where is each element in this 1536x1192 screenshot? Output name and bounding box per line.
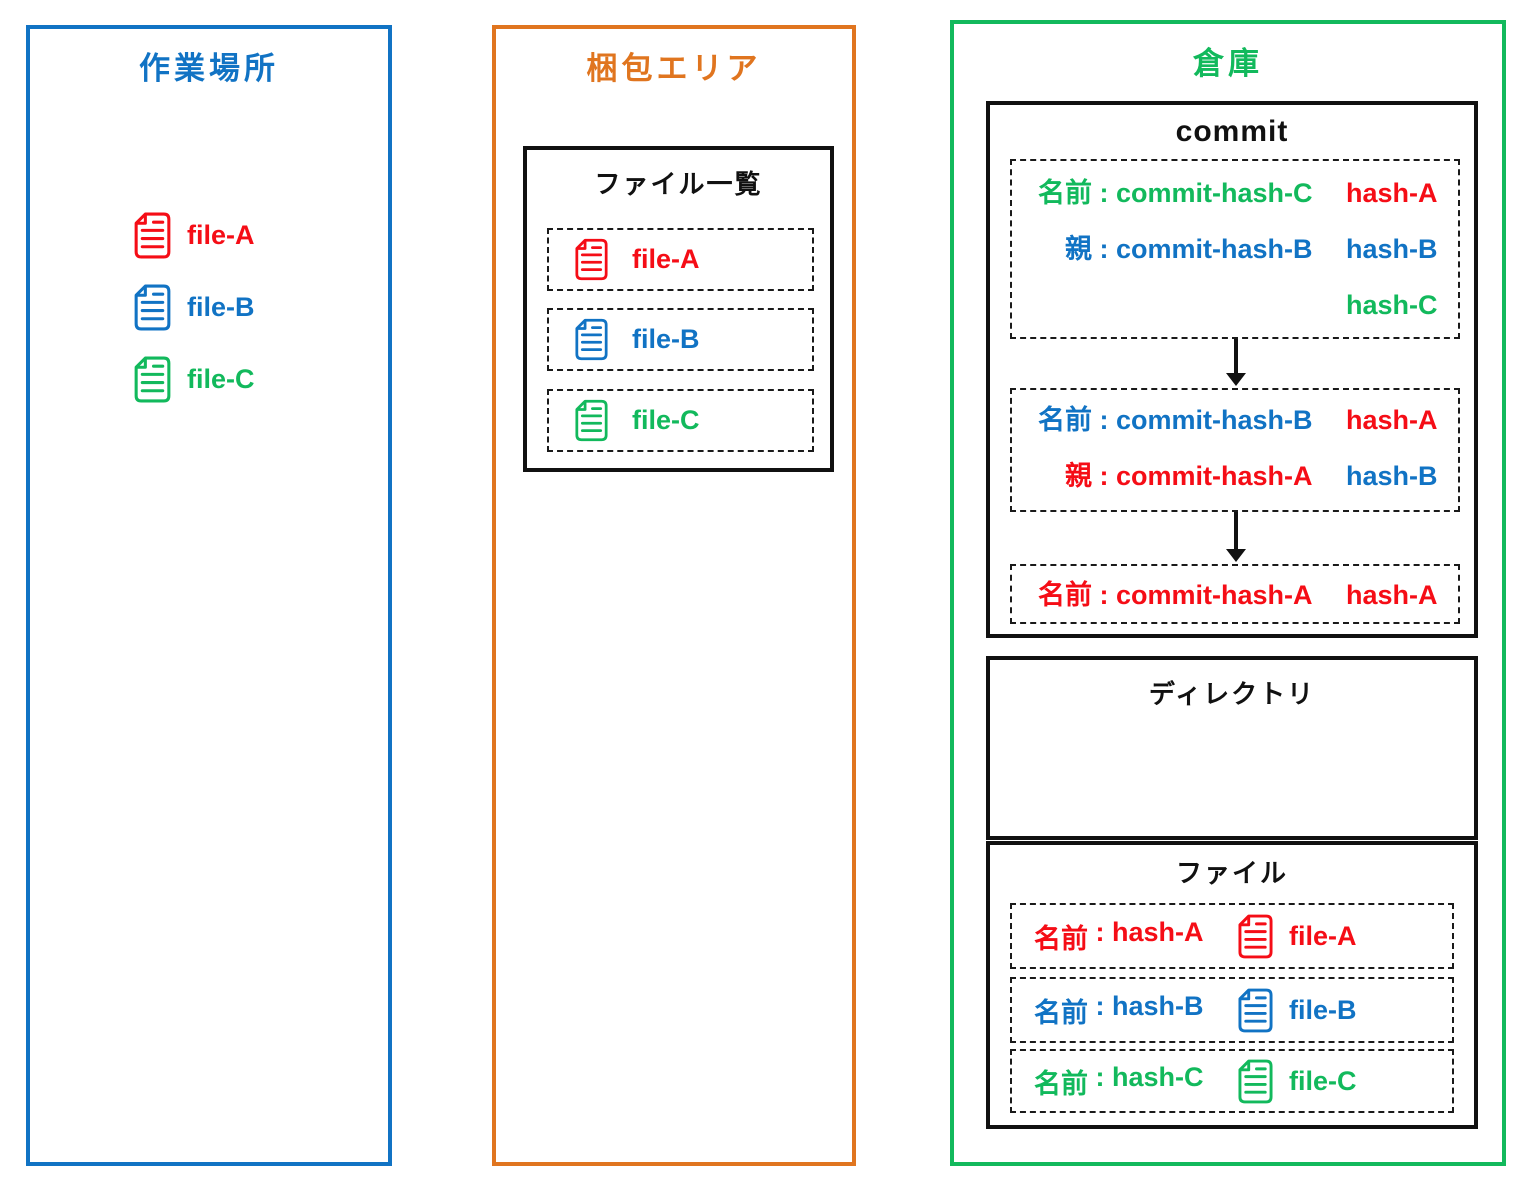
file-icon [134,212,171,259]
commit-hash-label: hash-B [1346,461,1438,491]
commit-hash-label: hash-B [1346,234,1438,264]
files-box: ファイル 名前 : hash-A file-A 名前 : hash-B file… [986,841,1478,1129]
file-icon [134,356,171,403]
file-label: file-B [632,324,700,354]
file-icon [575,318,608,361]
directory-box: ディレクトリ [986,656,1478,840]
commit-parent-line: 親 : commit-hash-A [1065,461,1313,491]
workspace-panel: 作業場所 file-A file-B file-C [26,25,392,1166]
file-icon [575,238,608,281]
commit-name-line: 名前 : commit-hash-B [1038,405,1313,435]
commit-name-line: 名前 : commit-hash-C [1038,178,1313,208]
file-item: file-B [134,284,255,331]
file-label: file-A [187,220,255,250]
file-icon [134,284,171,331]
files-box-title: ファイル [1175,858,1288,888]
file-label: file-C [187,364,255,394]
file-item: file-C [134,356,255,403]
commit-box: commit 名前 : commit-hash-C 親 : commit-has… [986,101,1478,638]
entry-name: 名前 : hash-C [1034,1061,1204,1099]
entry-name: 名前 : hash-B [1034,990,1204,1028]
arrow-down-icon [1225,339,1247,386]
commit-node: 名前 : commit-hash-A hash-A [1010,564,1460,624]
staged-file-item: file-B [547,308,814,371]
commit-box-title: commit [1175,115,1289,148]
directory-title: ディレクトリ [1148,679,1316,709]
commit-node: 名前 : commit-hash-C 親 : commit-hash-B has… [1010,159,1460,339]
file-icon [1238,1059,1273,1104]
commit-hash-label: hash-C [1346,290,1438,320]
entry-file-label: file-B [1289,994,1357,1025]
workspace-title: 作業場所 [139,51,279,86]
commit-hash-label: hash-A [1346,178,1438,208]
entry-file-label: file-C [1289,1065,1357,1096]
commit-name-line: 名前 : commit-hash-A [1038,580,1313,610]
staged-file-item: file-A [547,228,814,291]
file-entry: 名前 : hash-B file-B [1010,977,1454,1043]
file-label: file-B [187,292,255,322]
commit-node: 名前 : commit-hash-B 親 : commit-hash-A has… [1010,388,1460,512]
file-list-box: ファイル一覧 file-A file-B file-C [523,146,834,472]
repository-panel: 倉庫 commit 名前 : commit-hash-C 親 : commit-… [950,20,1506,1166]
entry-name: 名前 : hash-A [1034,916,1204,954]
arrow-down-icon [1225,512,1247,562]
commit-hash-label: hash-A [1346,405,1438,435]
commit-parent-line: 親 : commit-hash-B [1065,234,1313,264]
file-label: file-C [632,405,700,435]
file-icon [1238,914,1273,959]
file-list-title: ファイル一覧 [594,169,763,199]
commit-hash-label: hash-A [1346,580,1438,610]
entry-file-label: file-A [1289,920,1357,951]
staged-file-item: file-C [547,389,814,452]
file-icon [575,399,608,442]
repository-title: 倉庫 [1193,46,1263,81]
staging-panel: 梱包エリア ファイル一覧 file-A file-B file-C [492,25,856,1166]
staging-title: 梱包エリア [586,51,762,86]
file-item: file-A [134,212,255,259]
file-entry: 名前 : hash-A file-A [1010,903,1454,969]
file-icon [1238,988,1273,1033]
file-label: file-A [632,244,700,274]
file-entry: 名前 : hash-C file-C [1010,1049,1454,1113]
